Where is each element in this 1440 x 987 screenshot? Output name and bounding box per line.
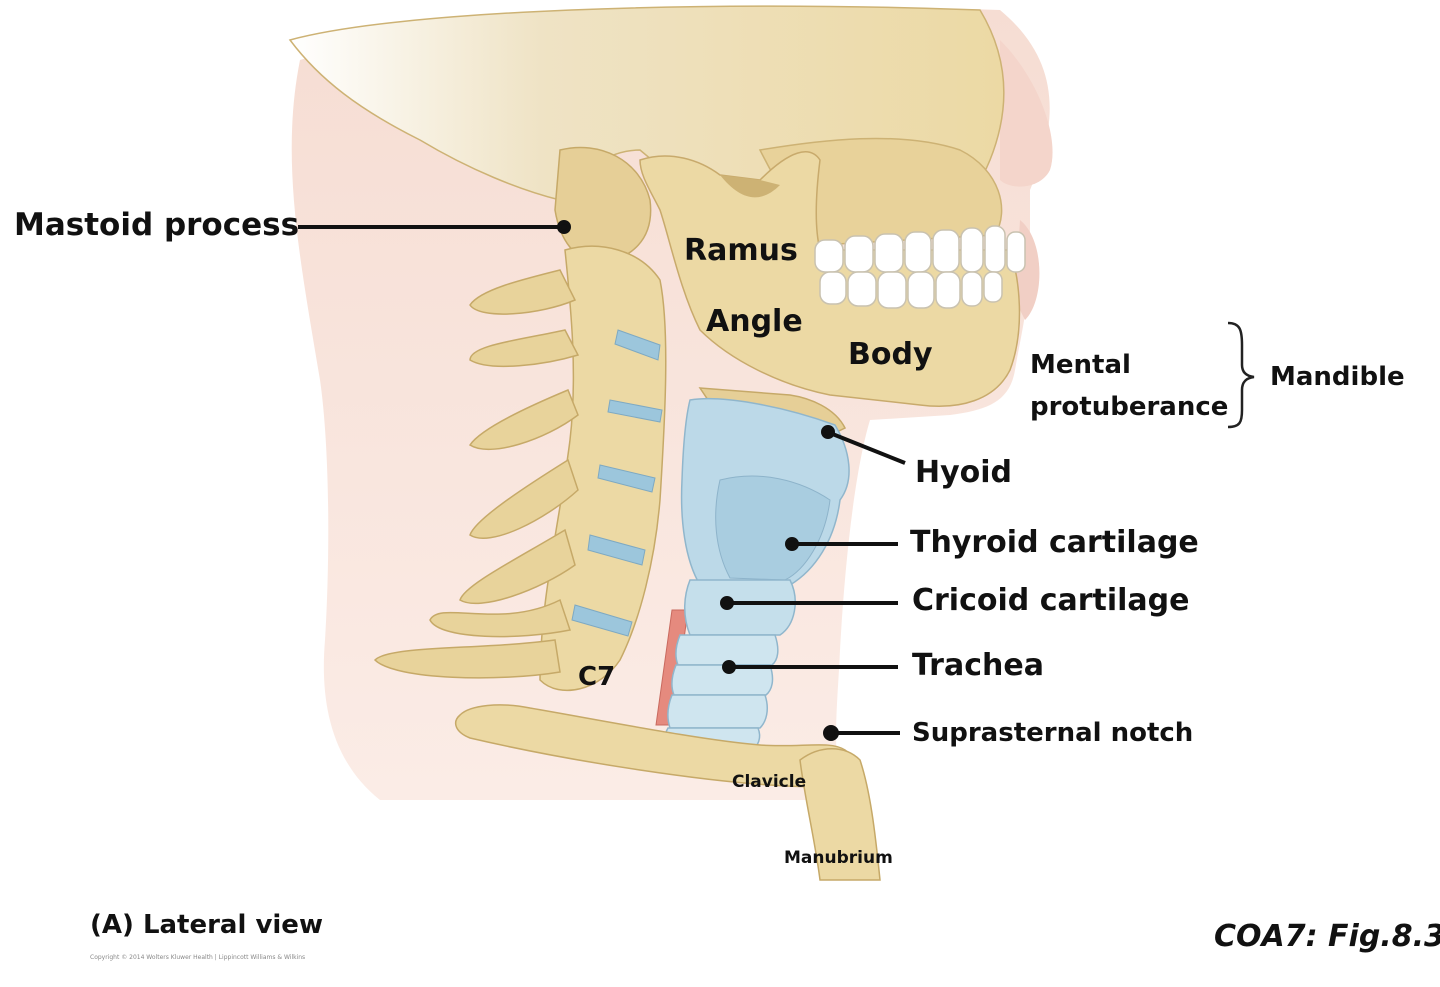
figure-caption: (A) Lateral view xyxy=(90,910,323,940)
trachea-rings xyxy=(663,634,779,751)
label-mandible: Mandible xyxy=(1270,362,1405,392)
label-mastoid-process: Mastoid process xyxy=(14,207,300,243)
leader-lines xyxy=(298,220,906,741)
label-angle: Angle xyxy=(706,304,803,339)
manubrium-bone xyxy=(799,748,881,881)
intervertebral-discs xyxy=(571,329,663,637)
cricoid-cartilage xyxy=(684,579,796,636)
label-clavicle: Clavicle xyxy=(732,772,807,792)
label-hyoid: Hyoid xyxy=(915,455,1013,490)
label-trachea: Trachea xyxy=(912,648,1044,683)
label-body: Body xyxy=(848,337,933,372)
label-c7: C7 xyxy=(578,662,616,692)
label-thyroid-cartilage: Thyroid cartilage xyxy=(910,525,1199,560)
copyright-text: Copyright © 2014 Wolters Kluwer Health |… xyxy=(90,954,306,961)
nose-skin xyxy=(1000,40,1053,187)
mandible-notch xyxy=(720,175,780,198)
thyroid-lamina xyxy=(715,475,831,581)
label-cricoid-cartilage: Cricoid cartilage xyxy=(912,583,1190,618)
label-mental: Mental xyxy=(1030,350,1131,380)
teeth xyxy=(814,225,1026,309)
label-suprasternal-notch: Suprasternal notch xyxy=(912,718,1194,748)
mandible-brace xyxy=(1227,321,1255,429)
mastoid-bone xyxy=(554,146,652,263)
figure-reference: COA7: Fig.8.3 xyxy=(1214,919,1440,954)
label-protuberance: protuberance xyxy=(1030,392,1229,422)
label-ramus: Ramus xyxy=(684,233,798,268)
label-manubrium: Manubrium xyxy=(784,848,893,868)
